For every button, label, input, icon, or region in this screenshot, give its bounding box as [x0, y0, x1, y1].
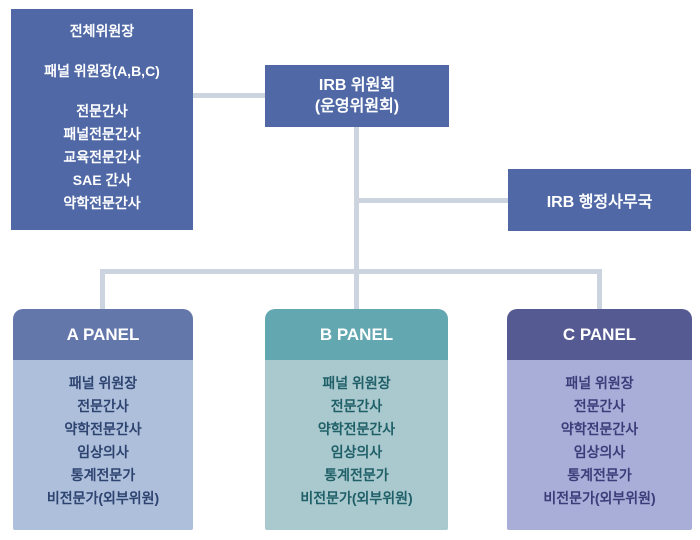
panel-c-header: C PANEL	[507, 309, 692, 360]
panel-member-label: 임상의사	[330, 444, 383, 460]
connector-drop-panel-c	[597, 269, 602, 309]
panel-a-header: A PANEL	[13, 309, 193, 360]
panel-member-label: 패널 위원장	[565, 375, 634, 391]
leadership-role-label: 패널전문간사	[63, 126, 141, 142]
panel-member-label: 통계전문가	[70, 467, 136, 483]
panel-member-label: 통계전문가	[567, 467, 632, 483]
panel-member-label: 약학전문간사	[64, 421, 142, 437]
panel-member-label: 임상의사	[77, 444, 129, 460]
panel-member-label: 패널 위원장	[322, 375, 391, 391]
irb-committee-title: IRB 위원회	[318, 77, 396, 94]
panel-member-label: 약학전문간사	[317, 421, 396, 437]
panel-member-label: 비전문가(외부위원)	[543, 490, 656, 506]
leadership-role-label: 전문간사	[76, 103, 128, 119]
connector-panels-horizontal	[100, 269, 602, 274]
irb-admin-office-box: IRB 행정사무국	[508, 169, 691, 231]
panel-member-label: 전문간사	[573, 398, 626, 414]
panel-member-label: 약학전문간사	[560, 421, 639, 437]
leadership-role-label: 약학전문간사	[63, 195, 141, 211]
panel-member-label: 통계전문가	[324, 467, 389, 483]
panel-member-label: 임상의사	[573, 444, 626, 460]
panel-b-header: B PANEL	[265, 309, 448, 360]
leadership-role-label: 패널 위원장(A,B,C)	[44, 63, 160, 79]
panel-member-label: 패널 위원장	[68, 375, 138, 391]
connector-committee-vertical	[354, 127, 359, 309]
panel-member-label: 전문간사	[330, 398, 383, 414]
connector-leadership-to-committee	[193, 93, 265, 98]
irb-committee-subtitle: (운영위원회)	[314, 98, 400, 115]
panel-member-label: 비전문가(외부위원)	[46, 490, 160, 506]
irb-committee-box: IRB 위원회 (운영위원회)	[265, 65, 449, 127]
panel-member-label: 비전문가(외부위원)	[300, 490, 413, 506]
leadership-role-label: 교육전문간사	[63, 149, 141, 165]
connector-committee-to-admin	[357, 198, 508, 203]
leadership-role-label: SAE 간사	[72, 172, 132, 188]
panel-member-label: 전문간사	[77, 398, 129, 414]
connector-drop-panel-a	[100, 269, 105, 309]
irb-admin-office-label: IRB 행정사무국	[546, 194, 653, 211]
leadership-role-label: 전체위원장	[69, 23, 135, 39]
